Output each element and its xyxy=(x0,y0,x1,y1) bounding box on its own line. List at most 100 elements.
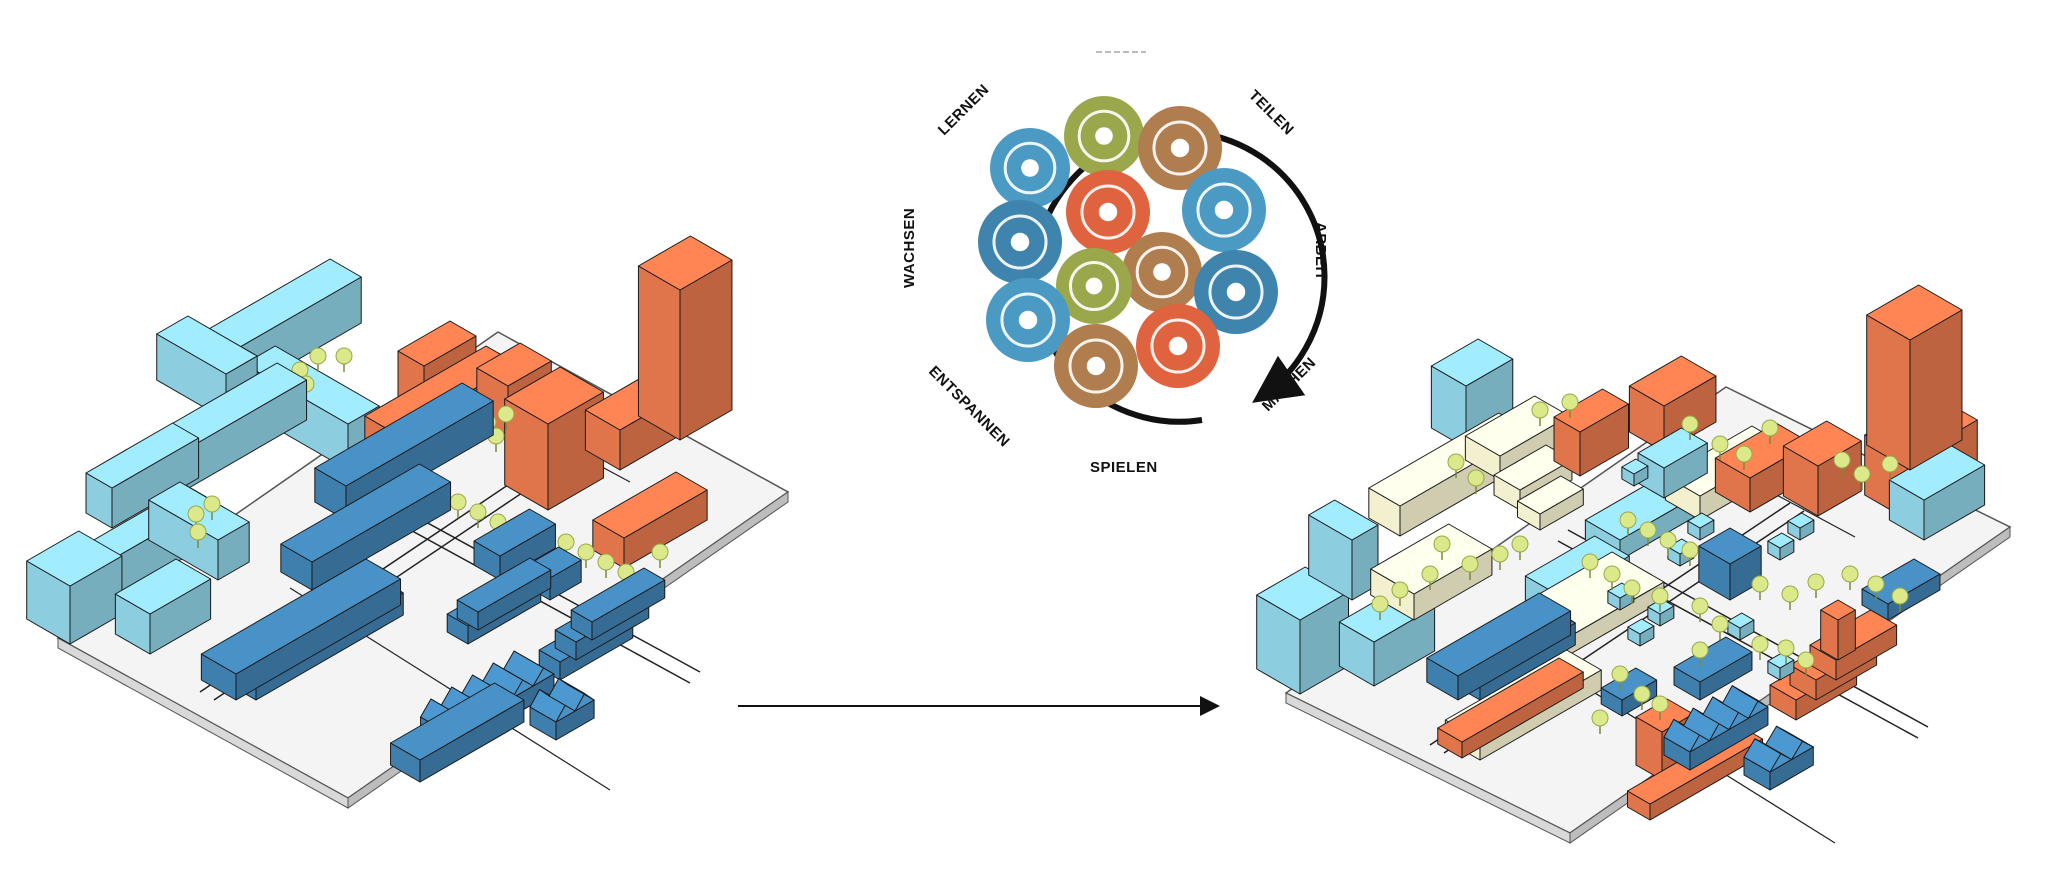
tree-icon xyxy=(978,200,1062,284)
tree xyxy=(1781,585,1799,610)
building-roof xyxy=(1553,388,1629,433)
tree xyxy=(1619,511,1637,536)
tree xyxy=(1681,415,1699,440)
building-roof xyxy=(1426,592,1572,677)
building-roof xyxy=(1866,284,1963,341)
building-block xyxy=(1767,652,1795,681)
vr-headset-icon xyxy=(990,128,1070,208)
building-roof xyxy=(1516,475,1584,515)
tree xyxy=(1867,575,1885,600)
tree xyxy=(1751,575,1769,600)
building-right-face xyxy=(679,259,733,441)
building-roof xyxy=(280,463,452,563)
building-roof xyxy=(156,315,258,375)
tree xyxy=(1447,453,1465,478)
sawtooth-roof-segment xyxy=(1721,685,1769,719)
building-roof xyxy=(1493,444,1573,491)
building-roof xyxy=(314,382,494,487)
tree xyxy=(1639,521,1657,546)
theater-masks-icon xyxy=(1136,304,1220,388)
activity-cycle-diagram: LERNEN TEILEN WACHSEN ARBEIT ENTSPANNEN … xyxy=(901,51,1329,476)
building-block xyxy=(1888,444,1986,541)
tree xyxy=(1841,565,1859,590)
balloon-dog-art-icon xyxy=(1182,168,1266,252)
tree xyxy=(1651,587,1669,612)
museum-icon xyxy=(1138,106,1222,190)
building-roof xyxy=(1820,599,1856,621)
building-roof xyxy=(1628,355,1717,407)
building-roof xyxy=(200,558,402,675)
building-roof xyxy=(1767,532,1795,549)
building-roof xyxy=(1727,612,1755,629)
self-driving-car-icon xyxy=(1054,324,1138,408)
heart-pulse-icon xyxy=(986,278,1070,362)
tree xyxy=(1611,665,1629,690)
tree xyxy=(1681,541,1699,566)
building-roof xyxy=(1635,698,1694,733)
existing-district-axonometric xyxy=(26,235,790,809)
family-icon xyxy=(1122,232,1202,312)
transformed-district-axonometric xyxy=(1256,284,2012,844)
building-roof xyxy=(85,422,200,489)
building-block xyxy=(1861,558,1941,621)
tree xyxy=(1833,451,1851,476)
building-left-face xyxy=(1866,314,1911,471)
building-block xyxy=(1727,612,1755,641)
tree xyxy=(1881,455,1899,480)
meditation-icon xyxy=(1064,96,1144,176)
tree xyxy=(1651,695,1669,720)
building-block xyxy=(1673,636,1753,701)
tree xyxy=(651,543,669,568)
building-roof xyxy=(1308,499,1379,541)
building-block xyxy=(1553,388,1629,477)
sawtooth-roof-segment xyxy=(1765,725,1814,760)
tree xyxy=(1531,401,1549,426)
building-roof xyxy=(114,558,212,615)
building-roof xyxy=(1787,512,1815,529)
label-lernen: LERNEN xyxy=(935,81,993,139)
tree xyxy=(577,543,595,568)
building-block xyxy=(280,463,452,591)
building-block xyxy=(456,557,552,631)
building-roof xyxy=(476,342,552,387)
tree xyxy=(1391,581,1409,606)
building-block xyxy=(1866,284,1963,471)
building-roof xyxy=(1430,338,1514,387)
building-roof xyxy=(397,320,477,367)
building-block xyxy=(1621,458,1649,487)
tree xyxy=(1891,587,1909,612)
tree xyxy=(1581,553,1599,578)
building-roof xyxy=(570,567,666,623)
building-block xyxy=(1426,592,1572,701)
tree xyxy=(1561,393,1579,418)
tree xyxy=(1751,635,1769,660)
building-roof xyxy=(1861,558,1941,605)
building-block xyxy=(1647,598,1675,627)
building-block xyxy=(637,235,733,441)
tree xyxy=(1623,579,1641,604)
tree xyxy=(335,347,353,372)
label-machen: MACHEN xyxy=(1259,354,1320,415)
building-roof xyxy=(473,508,556,557)
building-roof xyxy=(1673,636,1753,683)
tree xyxy=(1591,709,1609,734)
building-roof xyxy=(26,530,123,587)
building-block xyxy=(570,567,666,641)
sawtooth-roof-segment xyxy=(548,678,595,712)
label-spielen: SPIELEN xyxy=(1090,459,1158,476)
tree xyxy=(1633,685,1651,710)
tree xyxy=(1711,615,1729,640)
building-roof xyxy=(390,682,525,761)
building-block xyxy=(1308,499,1379,601)
building-block xyxy=(390,682,525,783)
building-block xyxy=(114,558,212,655)
building-roof xyxy=(1782,420,1862,467)
building-left-face xyxy=(637,265,681,441)
label-arbeit: ARBEIT xyxy=(1312,222,1329,281)
tree xyxy=(1761,419,1779,444)
tree xyxy=(1691,597,1709,622)
tree xyxy=(1853,465,1871,490)
tree xyxy=(189,523,207,548)
building-roof xyxy=(1627,618,1655,635)
